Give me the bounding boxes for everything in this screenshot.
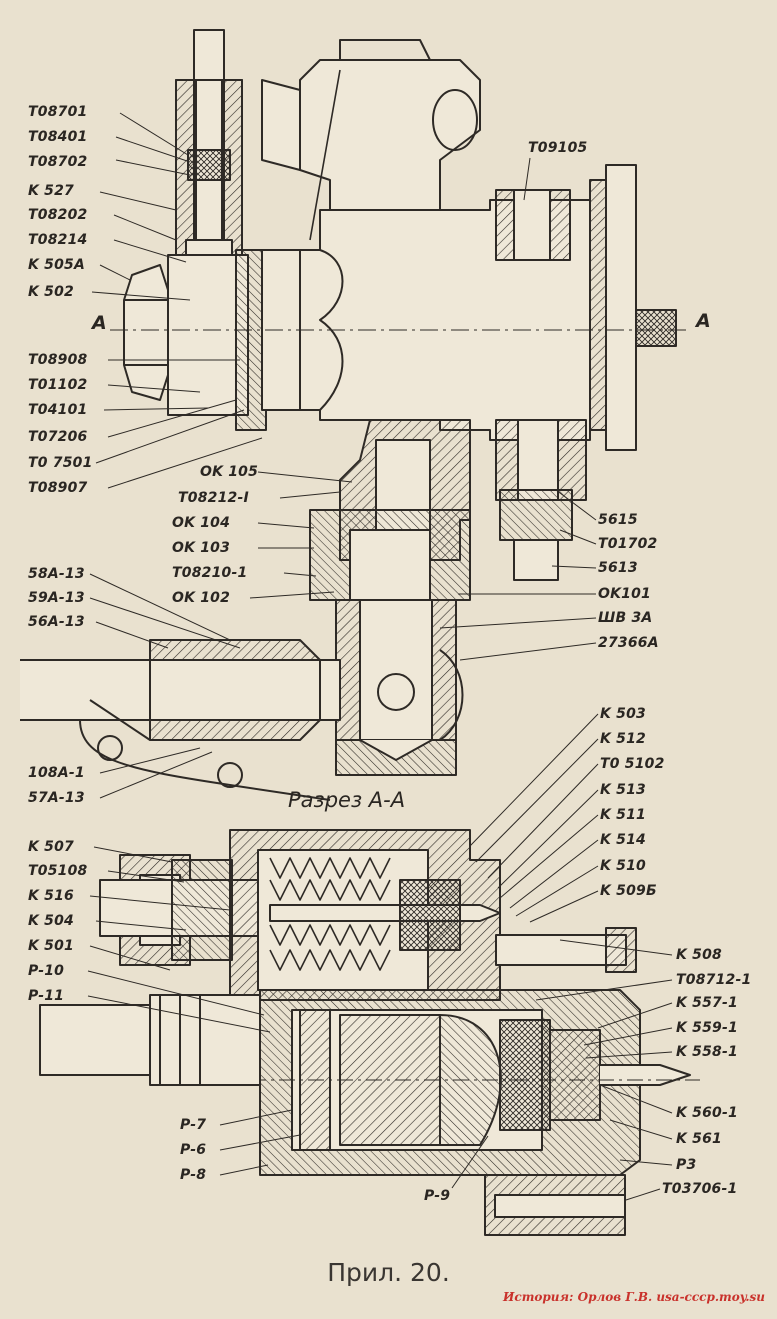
label-part: T05108 xyxy=(28,863,88,879)
label-part: T0 7501 xyxy=(28,455,93,471)
label-part: T08202 xyxy=(28,207,88,223)
label-part: P-7 xyxy=(180,1117,207,1133)
label-part: K 527 xyxy=(28,183,74,199)
label-part: K 560-1 xyxy=(676,1105,738,1121)
label-part: OK 104 xyxy=(172,515,231,531)
label-part: P-8 xyxy=(180,1167,207,1183)
label-part: P-10 xyxy=(28,963,65,979)
label-part: K 510 xyxy=(600,858,646,874)
label-part: K 503 xyxy=(600,706,646,722)
label-part: T08907 xyxy=(28,480,88,496)
label-part: K 504 xyxy=(28,913,74,929)
label-part: T08701 xyxy=(28,104,88,120)
label-part: OK101 xyxy=(598,586,651,602)
watermark: История: Орлов Г.В. usa-ccсp.moy.su xyxy=(503,1290,765,1304)
label-part: K 513 xyxy=(600,782,646,798)
label-part: K 505A xyxy=(28,257,85,273)
label-part: 108A-1 xyxy=(28,765,85,781)
label-part: P-6 xyxy=(180,1142,207,1158)
label-part: 5615 xyxy=(598,512,638,528)
label-part: K 557-1 xyxy=(676,995,738,1011)
label-part: K 516 xyxy=(28,888,74,904)
label-part: T08908 xyxy=(28,352,88,368)
label-part: K 514 xyxy=(600,832,646,848)
label-part: T09105 xyxy=(528,140,588,156)
label-part: K 501 xyxy=(28,938,74,954)
section-mark-left: A xyxy=(92,312,107,334)
label-part: T08401 xyxy=(28,129,88,145)
label-part: K 502 xyxy=(28,284,74,300)
label-part: K 511 xyxy=(600,807,646,823)
label-part: T08214 xyxy=(28,232,88,248)
section-mark-right: A xyxy=(696,310,711,332)
label-part: T04101 xyxy=(28,402,88,418)
label-part: T08210-1 xyxy=(172,565,248,581)
label-part: OK 103 xyxy=(172,540,231,556)
label-part: K 561 xyxy=(676,1131,722,1147)
section-title: Разрез A-A xyxy=(288,788,406,812)
label-part: P-9 xyxy=(424,1188,451,1204)
label-part: K 509Б xyxy=(600,883,657,899)
label-part: T03706-1 xyxy=(662,1181,738,1197)
label-part: T07206 xyxy=(28,429,88,445)
label-part: T01102 xyxy=(28,377,88,393)
label-part: 5613 xyxy=(598,560,638,576)
label-part: T08712-1 xyxy=(676,972,752,988)
label-part: 56A-13 xyxy=(28,614,85,630)
label-part: K 508 xyxy=(676,947,722,963)
label-part: T08702 xyxy=(28,154,88,170)
label-part: P-11 xyxy=(28,988,65,1004)
label-part: K 507 xyxy=(28,839,74,855)
label-part: T01702 xyxy=(598,536,658,552)
label-part: 59A-13 xyxy=(28,590,85,606)
label-part: OK 102 xyxy=(172,590,231,606)
figure-caption: Прил. 20. xyxy=(327,1258,450,1287)
label-part: K 559-1 xyxy=(676,1020,738,1036)
label-part: K 512 xyxy=(600,731,646,747)
label-part: T0 5102 xyxy=(600,756,665,772)
label-part: P3 xyxy=(676,1157,697,1173)
label-part: 57A-13 xyxy=(28,790,85,806)
label-part: T08212-I xyxy=(178,490,249,506)
label-part: OK 105 xyxy=(200,464,259,480)
label-part: K 558-1 xyxy=(676,1044,738,1060)
label-part: ШВ 3А xyxy=(598,610,653,626)
label-part: 58A-13 xyxy=(28,566,85,582)
label-part: 27366A xyxy=(598,635,659,651)
